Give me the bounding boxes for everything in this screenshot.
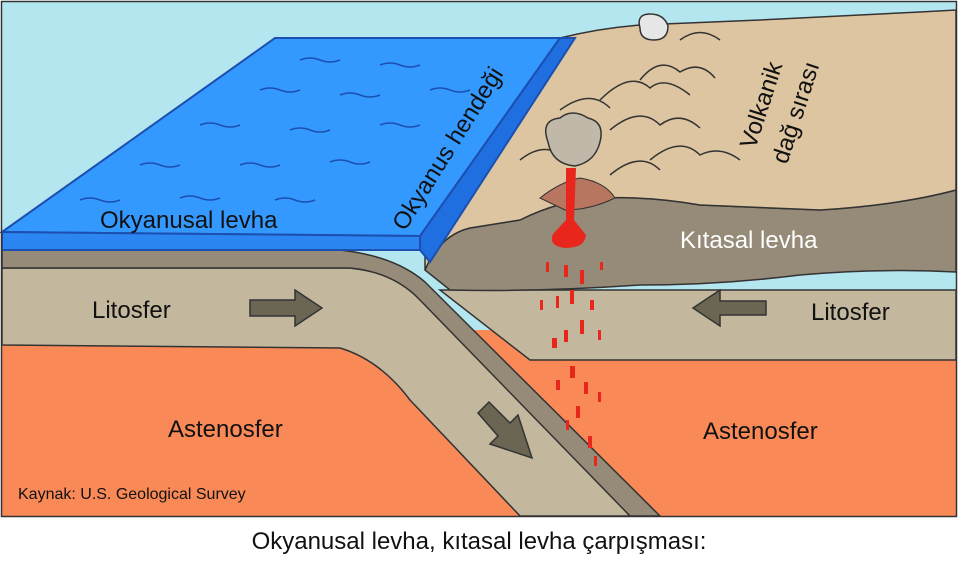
label-lithosphere-left: Litosfer	[92, 297, 171, 324]
label-oceanic-plate: Okyanusal levha	[100, 207, 278, 234]
source-credit: Kaynak: U.S. Geological Survey	[18, 486, 246, 503]
arrow-right-left-lithosphere	[249, 288, 324, 328]
ocean-waves	[79, 57, 471, 203]
arrow-subduction	[476, 400, 534, 460]
label-continental-plate: Kıtasal levha	[680, 227, 818, 254]
label-asthenosphere-right: Astenosfer	[703, 418, 818, 445]
label-lithosphere-right: Litosfer	[811, 299, 890, 326]
diagram-frame	[0, 0, 958, 518]
figure-caption: Okyanusal levha, kıtasal levha çarpışmas…	[251, 528, 707, 555]
arrow-left-right-lithosphere	[691, 288, 767, 328]
ocean-front-side	[1, 230, 421, 251]
magma-droplets	[540, 262, 603, 466]
label-asthenosphere-left: Astenosfer	[168, 416, 283, 443]
volcano-small	[638, 13, 669, 41]
volcano-main	[539, 112, 616, 248]
